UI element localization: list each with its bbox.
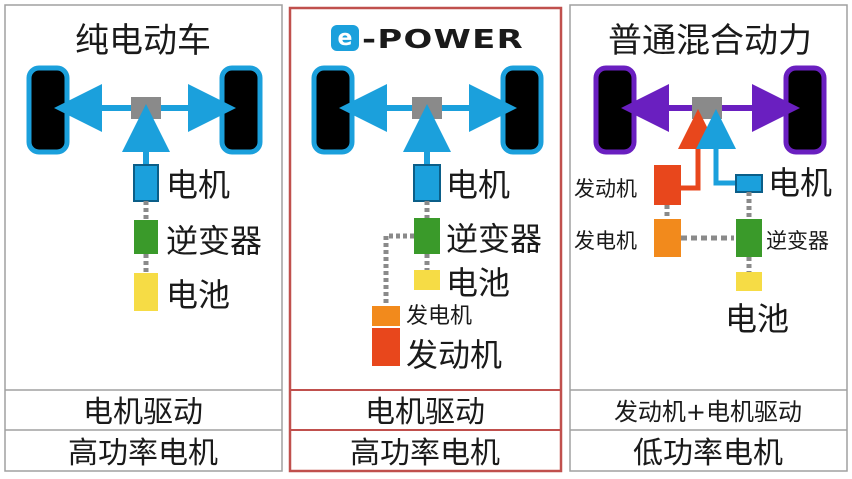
epower-logo-e: e: [338, 26, 353, 51]
generator-block: [372, 306, 400, 326]
battery-label: 电池: [725, 300, 789, 338]
inverter-block: [134, 220, 158, 254]
wheel-left: [26, 65, 70, 155]
motor-block: [735, 174, 763, 193]
inverter-label: 逆变器: [446, 220, 542, 258]
battery-block: [134, 273, 158, 311]
differential: [131, 97, 161, 119]
motor-label: 电机: [166, 166, 230, 204]
engine-block: [654, 165, 681, 205]
panel-epower-frame: [288, 6, 563, 473]
differential: [412, 97, 442, 119]
battery-block: [736, 272, 762, 291]
generator-label: 发电机: [574, 229, 637, 253]
wheel-right: [219, 65, 263, 155]
generator-block: [654, 219, 681, 257]
wheel-left: [593, 65, 637, 155]
motor-block: [413, 164, 441, 202]
motor-label: 电机: [446, 166, 510, 204]
link-inverter-generator: [383, 233, 414, 306]
panel-hybrid-frame: [569, 4, 848, 472]
wheel-right: [783, 65, 827, 155]
panel-epower-motor-power: 高功率电机: [350, 436, 500, 471]
battery-label: 电池: [446, 264, 510, 302]
panel-hybrid: 普通混合动力 发动机 电机 发电机 逆变器 电池 发动机+电机驱动 低功率电机: [569, 4, 848, 472]
panel-hybrid-drive-mode: 发动机+电机驱动: [614, 398, 802, 426]
engine-label: 发动机: [406, 336, 502, 374]
motor-block: [133, 164, 159, 202]
epower-logo-text: -POWER: [362, 25, 524, 55]
epower-logo-badge: [331, 25, 359, 51]
engine-block: [372, 328, 400, 366]
panel-hybrid-motor-power: 低功率电机: [633, 436, 783, 471]
wheel-right: [500, 65, 544, 155]
panel-epower-drive-mode: 电机驱动: [365, 395, 485, 430]
inverter-block: [414, 218, 440, 254]
battery-label: 电池: [166, 276, 230, 314]
panel-bev-drive-mode: 电机驱动: [83, 395, 203, 430]
motor-label: 电机: [768, 164, 832, 202]
panel-hybrid-title: 普通混合动力: [608, 21, 812, 61]
wheel-left: [311, 65, 355, 155]
engine-drive-arrow: [678, 109, 718, 191]
battery-block: [414, 270, 440, 290]
panel-bev-frame: [4, 4, 283, 472]
generator-label: 发电机: [406, 304, 472, 329]
panel-bev: 纯电动车 电机 逆变器 电池 电机驱动 高功率电机: [4, 4, 283, 472]
engine-label: 发动机: [574, 177, 637, 201]
panel-epower: e -POWER 电机 逆变器 电池 发电机 发动机 电机驱动 高功率电机: [288, 6, 563, 473]
epower-logo: e -POWER: [331, 25, 524, 55]
inverter-label: 逆变器: [766, 229, 829, 253]
panel-bev-motor-power: 高功率电机: [68, 436, 218, 471]
inverter-block: [736, 219, 762, 257]
panel-bev-title: 纯电动车: [75, 21, 211, 61]
power-split-device: [692, 97, 722, 119]
motor-drive-arrow: [696, 109, 736, 186]
inverter-label: 逆变器: [166, 222, 262, 260]
